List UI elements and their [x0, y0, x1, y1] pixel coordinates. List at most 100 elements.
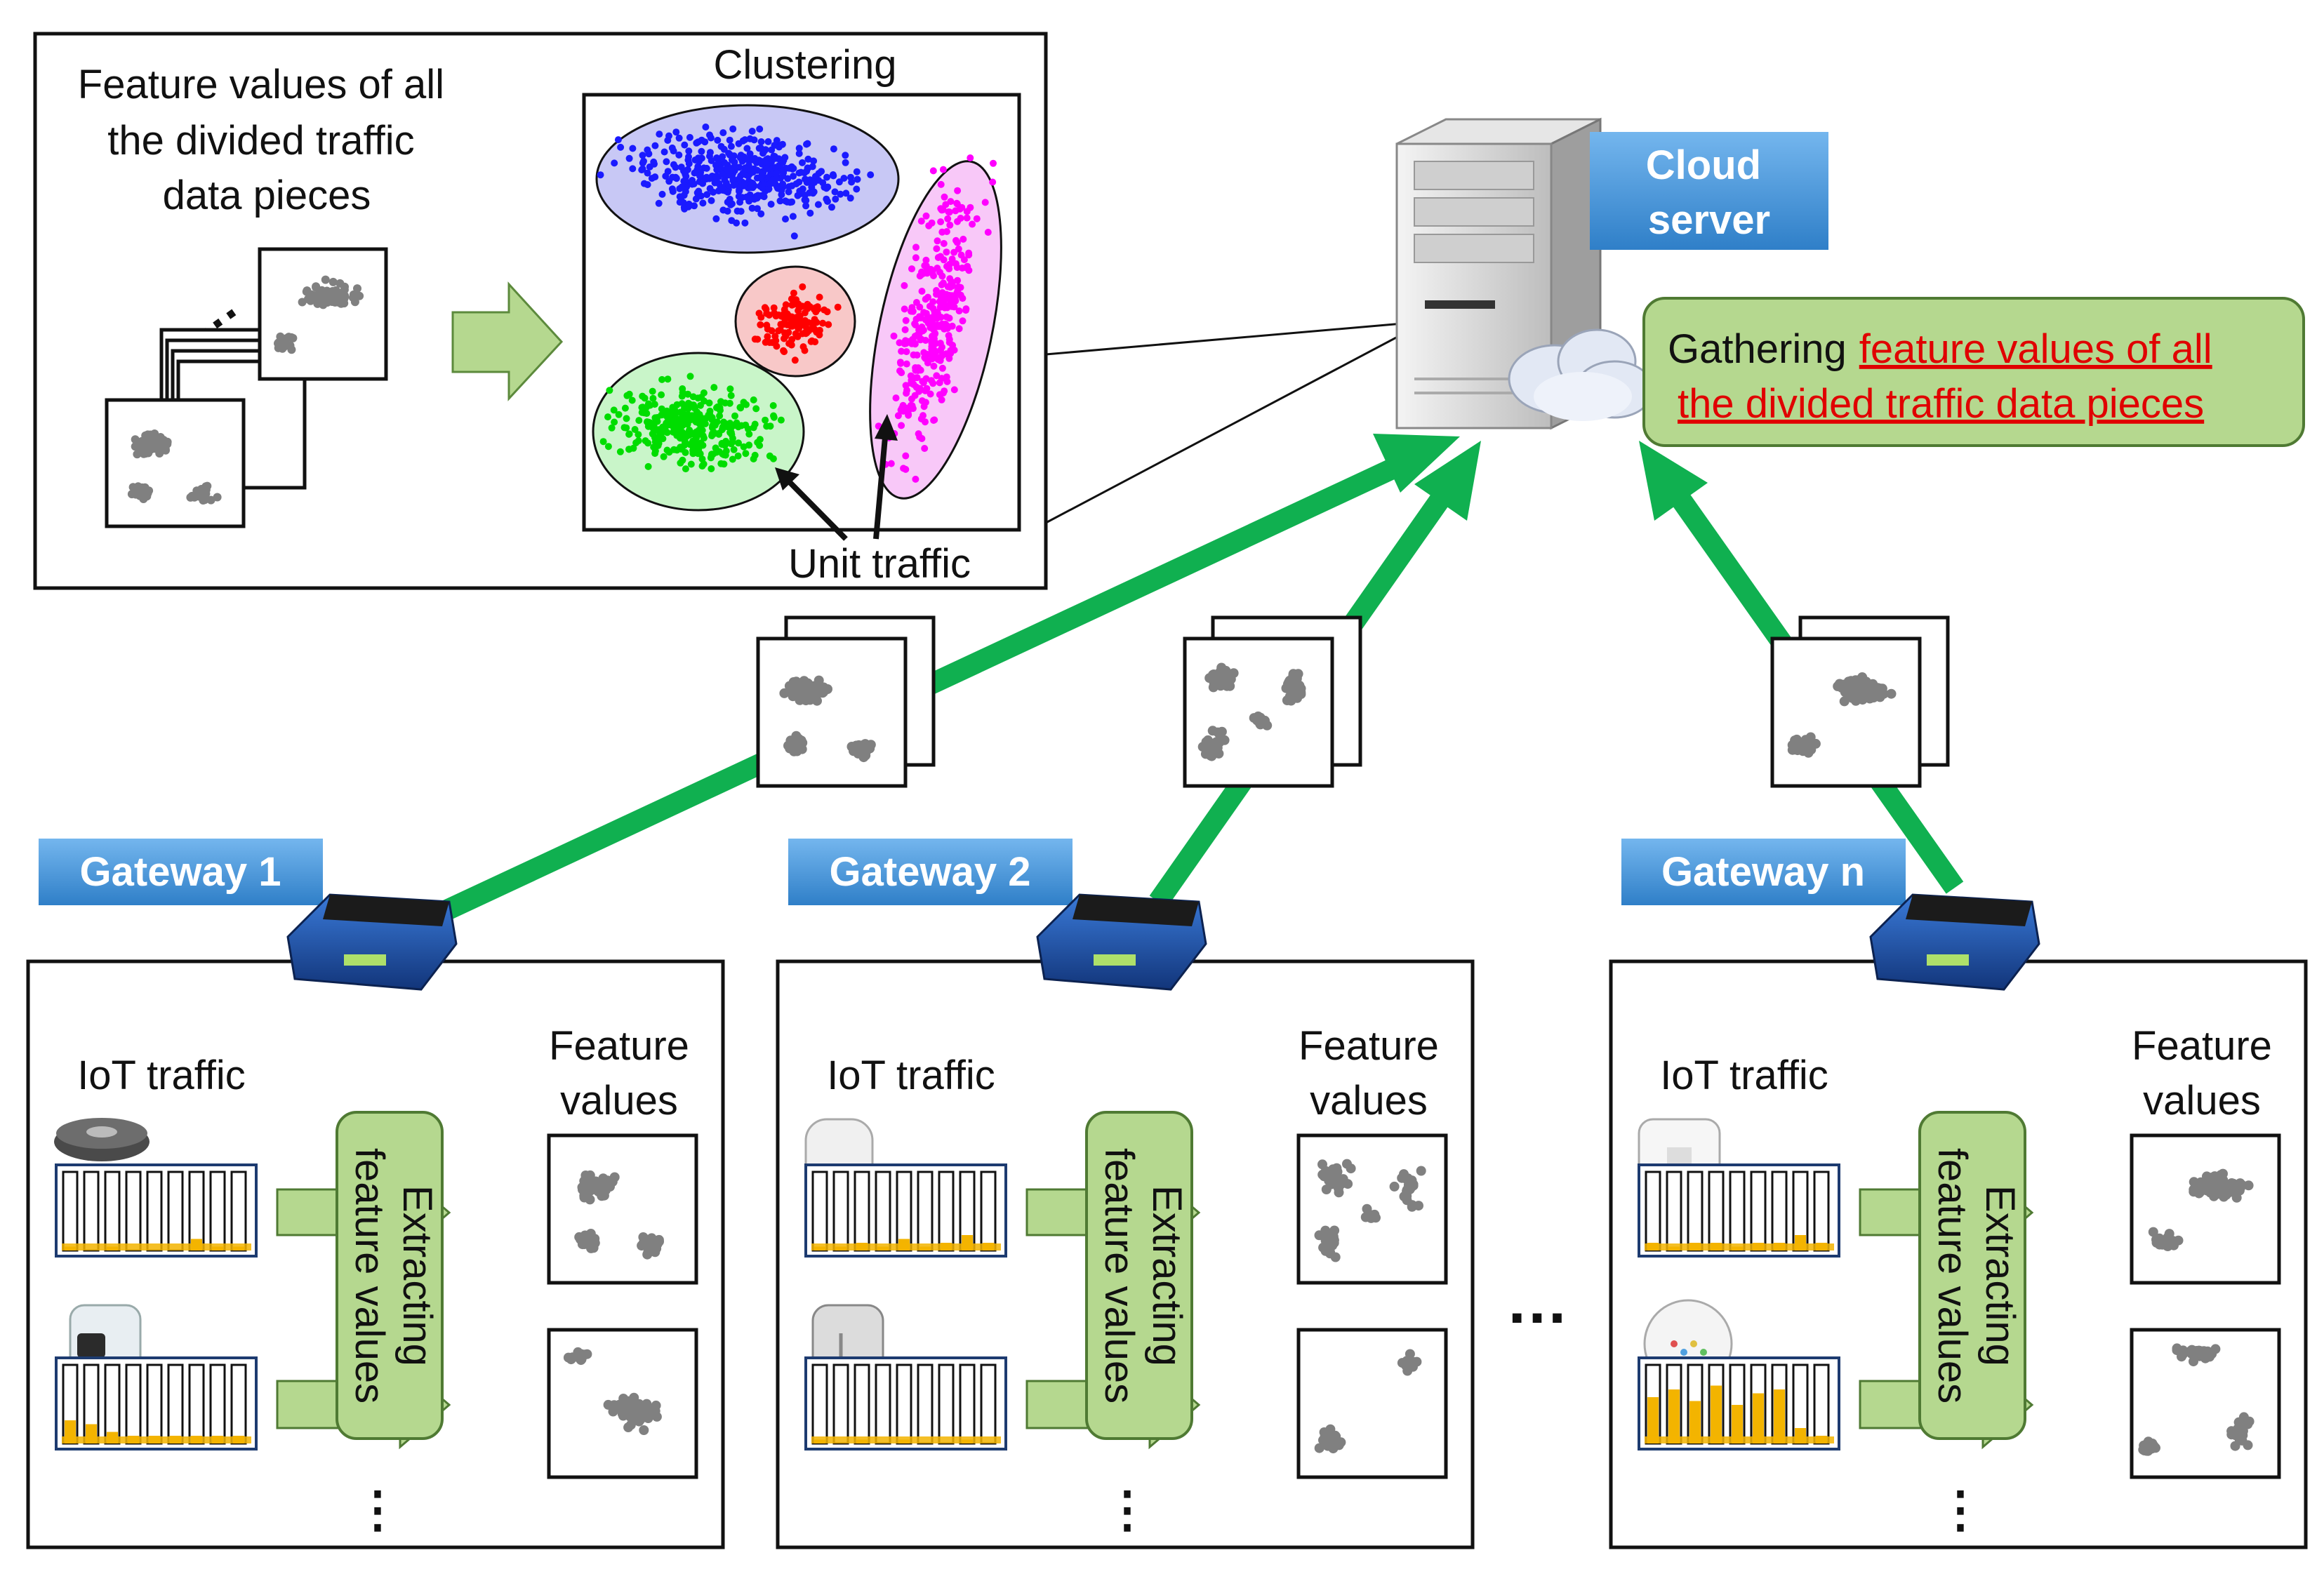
router-top: [323, 895, 449, 926]
cluster-point: [721, 176, 729, 184]
cluster-point: [722, 437, 730, 445]
cluster-point: [623, 415, 630, 422]
scatter-point: [1857, 695, 1868, 705]
cluster-point: [731, 412, 738, 420]
cluster-point: [828, 204, 835, 211]
cluster-point: [610, 406, 618, 414]
feature-plot-top-points: [1314, 1159, 1426, 1262]
cluster-point: [644, 462, 652, 470]
scatter-point: [1319, 1171, 1329, 1182]
cluster-point: [696, 450, 704, 458]
scatter-point: [590, 1183, 601, 1194]
cluster-point: [853, 185, 861, 193]
iot-traffic-label: IoT traffic: [1660, 1053, 1828, 1098]
cluster-point: [922, 418, 929, 426]
cluster-point: [903, 389, 910, 397]
cluster-point: [753, 194, 761, 202]
cluster-point: [665, 132, 672, 140]
cluster-point: [930, 362, 938, 370]
traffic-slot: [854, 1171, 870, 1252]
cluster-point: [736, 403, 744, 411]
cluster-point: [907, 401, 915, 409]
traffic-fill: [1647, 1397, 1659, 1443]
cluster-point: [757, 210, 765, 218]
scatter-point: [1216, 726, 1227, 737]
cluster-point: [810, 188, 818, 196]
cluster-point: [854, 175, 861, 183]
cluster-point: [790, 232, 798, 240]
cluster-point: [922, 256, 930, 264]
cluster-point: [943, 248, 950, 256]
cluster-point: [615, 411, 623, 418]
cluster-point: [912, 254, 919, 262]
cluster-point: [785, 328, 792, 336]
gathering-box: [1642, 297, 2305, 447]
scatter-point: [639, 1425, 649, 1435]
cluster-point: [617, 143, 625, 151]
cluster-point: [708, 430, 716, 438]
cluster-point: [760, 193, 768, 201]
cluster-point: [766, 180, 773, 188]
scatter-point: [1405, 1360, 1415, 1370]
cluster-point: [933, 245, 941, 253]
cluster-point: [806, 303, 814, 310]
cluster-point: [719, 450, 726, 458]
extract-box: [1918, 1111, 2026, 1440]
extract-label-line-2: feature values: [347, 1148, 392, 1403]
cluster-point: [628, 396, 636, 404]
upload-arrow-gateway-2-head: [1414, 441, 1481, 521]
scatter-point: [598, 1173, 609, 1184]
cluster-point: [724, 199, 731, 206]
cluster-point: [680, 178, 688, 185]
iot-traffic-bars: [55, 1356, 258, 1450]
cluster-point: [899, 407, 907, 415]
scatter-point: [603, 1399, 613, 1410]
cluster-point: [918, 435, 926, 442]
cluster-point: [651, 142, 659, 149]
clustering-description-line-2: the divided traffic: [107, 118, 414, 164]
cluster-point: [938, 343, 945, 351]
cluster-point: [959, 295, 967, 302]
cluster-point: [947, 198, 955, 206]
cluster-point: [804, 164, 811, 172]
scatter-point: [286, 341, 295, 350]
cluster-point: [846, 194, 854, 202]
cluster-point: [823, 173, 830, 181]
cluster-point: [795, 149, 803, 157]
cluster-point: [768, 327, 776, 335]
cluster-point: [903, 338, 911, 345]
cluster-point: [915, 387, 923, 395]
cloud-icon: [1508, 328, 1654, 421]
traffic-slot: [1687, 1171, 1704, 1252]
cluster-points: [597, 124, 997, 483]
cluster-point: [950, 386, 958, 394]
scatter-point: [788, 740, 798, 750]
cluster-point: [616, 448, 624, 455]
cluster-point: [938, 352, 945, 360]
router-led: [1927, 954, 1969, 966]
traffic-slot: [959, 1363, 976, 1445]
cluster-point: [724, 166, 731, 174]
iot-traffic-bars: [1638, 1356, 1840, 1450]
traffic-slot: [1729, 1171, 1746, 1252]
gateway-label-box: [788, 839, 1073, 905]
cluster-point: [678, 443, 686, 451]
cluster-point: [689, 180, 696, 188]
cluster-point: [625, 154, 633, 162]
iot-traffic-label: IoT traffic: [77, 1053, 246, 1098]
scatter-point: [187, 491, 197, 500]
extract-box: [336, 1111, 444, 1440]
feature-plot-bottom-points: [2138, 1343, 2255, 1456]
gateway-label-box: [39, 839, 323, 905]
cluster-point: [649, 387, 656, 395]
scatter-point: [1211, 745, 1221, 755]
vacuum-button: [86, 1126, 117, 1138]
cluster-point: [604, 443, 612, 451]
cluster-point: [664, 375, 672, 383]
cluster-point: [801, 347, 809, 354]
cluster-point: [755, 145, 763, 152]
cluster-point: [729, 175, 737, 182]
scatter-point: [567, 1352, 578, 1363]
